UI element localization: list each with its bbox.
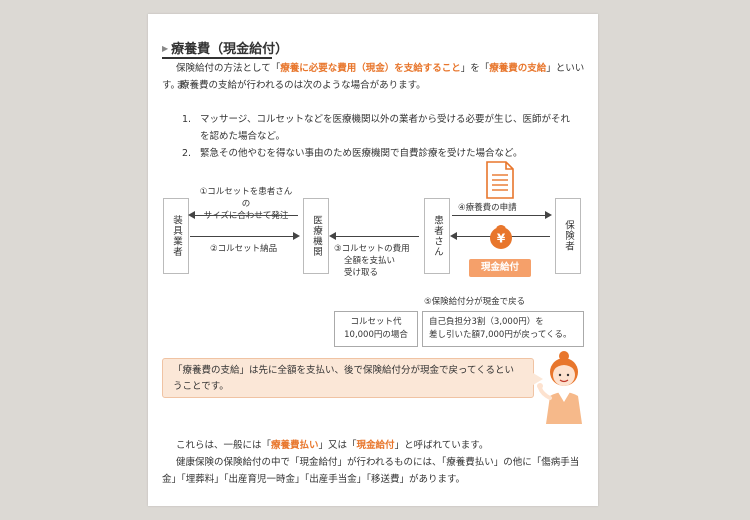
callout-line2: うことです。	[173, 381, 229, 392]
cost-box-line1: コルセット代	[350, 317, 402, 327]
step1-line1: ①コルセットを患者さんの	[199, 187, 293, 209]
step3-line2: 全額を支払い	[344, 256, 396, 266]
refund-box: 自己負担分3割（3,000円）を 差し引いた額7,000円が戻ってくる。	[422, 311, 584, 347]
box-supplier: 装具業者	[163, 198, 189, 274]
intro-highlight-1: 療養に必要な費用（現金）を支給すること	[280, 63, 461, 74]
document-page: ▶療養費（現金給付） 保険給付の方法として「療養に必要な費用（現金）を支給するこ…	[148, 14, 598, 506]
box-insurer: 保険者	[555, 198, 581, 274]
step4-label: ④療養費の申請	[458, 203, 517, 213]
step1-label: ①コルセットを患者さんの サイズに合わせて発注	[196, 186, 296, 222]
closing-line-2: 健康保険の保険給付の中で「現金給付」が行われるものには、「療養費払い」の他に「傷…	[176, 457, 580, 468]
list-item: 1. マッサージ、コルセットなどを医療機関以外の業者から受ける必要が生じ、医師がそ…	[182, 111, 592, 128]
cost-box-line2: 10,000円の場合	[344, 330, 408, 340]
intro-text: 」といいま	[176, 63, 585, 91]
intro-highlight-2: 療養費の支給	[489, 63, 547, 74]
closing-highlight-2: 現金給付	[356, 440, 395, 451]
cost-box: コルセット代 10,000円の場合	[334, 311, 418, 347]
arrow-order	[188, 210, 298, 219]
speech-callout: 「療養費の支給」は先に全額を支払い、後で保険給付分が現金で戻ってくるとい うこと…	[162, 358, 543, 398]
triangle-marker-icon: ▶	[162, 44, 169, 53]
document-icon	[486, 161, 514, 199]
step1-line2: サイズに合わせて発注	[203, 211, 289, 221]
intro-text: 保険給付の方法として「	[176, 63, 281, 74]
closing-text: これらは、一般には「	[176, 440, 272, 451]
list-item: 2. 緊急その他やむを得ない事由のため医療機関で自費診療を受けた場合など。	[182, 145, 592, 162]
step2-label: ②コルセット納品	[210, 244, 278, 254]
guide-woman-illustration	[537, 351, 582, 424]
yen-symbol: ¥	[497, 232, 506, 246]
refund-box-line2: 差し引いた額7,000円が戻ってくる。	[429, 330, 572, 340]
cash-benefit-badge: 現金給付	[469, 259, 531, 277]
arrow-delivery	[190, 231, 300, 240]
box-hospital: 医療機関	[303, 198, 329, 274]
step3-line1: ③コルセットの費用	[334, 244, 410, 254]
step3-label: ③コルセットの費用 全額を支払い 受け取る	[334, 243, 410, 279]
closing-line-3: 金」「埋葬料」「出産育児一時金」「出産手当金」「移送費」があります。	[162, 474, 466, 485]
closing-highlight-1: 療養費払い	[271, 440, 319, 451]
step3-line3: 受け取る	[344, 268, 379, 278]
section-title: 療養費（現金給付）	[171, 42, 289, 57]
refund-box-line1: 自己負担分3割（3,000円）を	[429, 317, 544, 327]
list-item-cont: を認めた場合など。	[200, 131, 286, 142]
list-text: 緊急その他やむを得ない事由のため医療機関で自費診療を受けた場合など。	[200, 148, 523, 159]
closing-text: 」又は「	[318, 440, 357, 451]
intro-line-1: 保険給付の方法として「療養に必要な費用（現金）を支給すること」を「療養費の支給」…	[176, 60, 588, 94]
closing-text: 」と呼ばれています。	[394, 440, 489, 451]
heading-underline	[162, 57, 272, 59]
box-patient: 患者さん	[424, 198, 450, 274]
intro-line-2: す。療養費の支給が行われるのは次のような場合があります。	[162, 80, 426, 91]
closing-line-1: これらは、一般には「療養費払い」又は「現金給付」と呼ばれています。	[176, 437, 586, 454]
section-heading: ▶療養費（現金給付）	[162, 38, 288, 57]
intro-text: 」を「	[460, 63, 490, 74]
list-number: 1.	[182, 114, 192, 125]
step5-label: ⑤保険給付分が現金で戻る	[424, 297, 526, 307]
list-text: マッサージ、コルセットなどを医療機関以外の業者から受ける必要が生じ、医師がそれ	[200, 114, 571, 125]
callout-line1: 「療養費の支給」は先に全額を支払い、後で保険給付分が現金で戻ってくるとい	[173, 365, 515, 376]
arrow-payment	[329, 231, 419, 240]
list-number: 2.	[182, 148, 192, 159]
yen-wallet-icon: ¥	[490, 225, 512, 249]
arrow-application	[452, 210, 552, 219]
